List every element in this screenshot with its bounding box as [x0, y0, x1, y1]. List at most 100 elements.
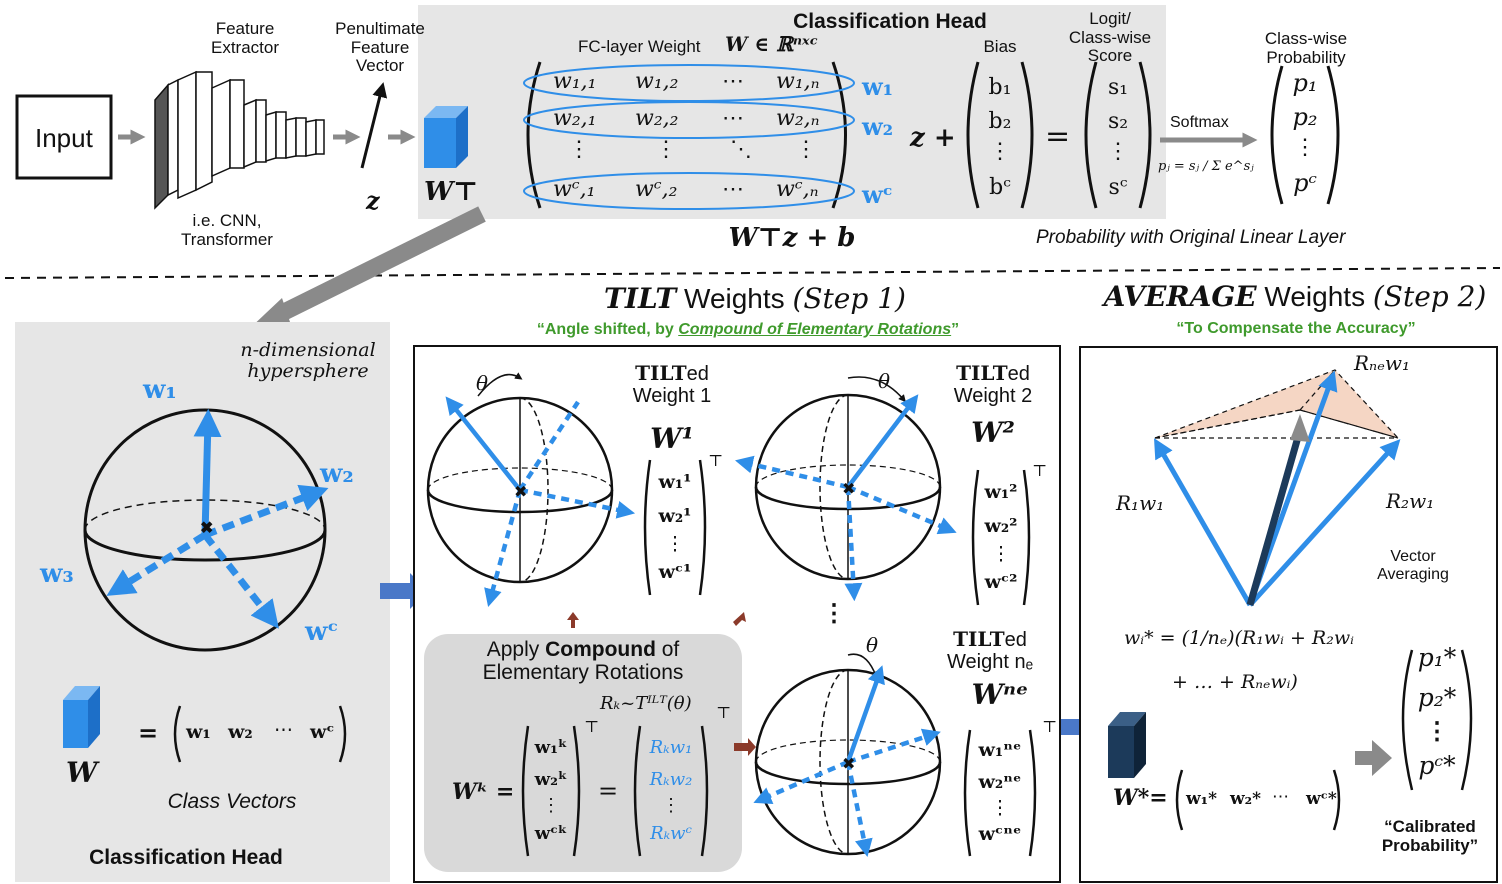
star-entry: ⋯ — [1272, 787, 1289, 807]
class-probability-label: Class-wise Probability — [1264, 29, 1348, 67]
tilt-subtitle: “Angle shifted, by Compound of Elementar… — [536, 321, 960, 338]
weight-cube-left — [63, 686, 100, 748]
classification-head-title: Classification Head — [793, 10, 987, 33]
row-label-w2: w₂ — [862, 112, 894, 141]
row-ellipses — [523, 64, 855, 210]
rk-entry: Rₖwᶜ — [650, 823, 692, 844]
z-label: z — [366, 186, 380, 215]
vec1-entry: ⋮ — [665, 533, 685, 555]
w1-label: w₁ — [143, 375, 177, 405]
tilt-vec-brackets — [521, 459, 1037, 857]
penultimate-label: Penultimate Feature Vector — [335, 19, 425, 76]
vecn-entry: w₁ⁿᵉ — [978, 739, 1022, 761]
average-formula-line1: wᵢ* = (1/nₑ)(R₁wᵢ + R₂wᵢ — [1124, 627, 1354, 649]
matrix-cell: w₂,₁ — [553, 106, 597, 131]
Wstar-label: W*= — [1113, 785, 1168, 811]
W1-label: W¹ — [650, 422, 694, 455]
bias-entry: ⋮ — [989, 139, 1011, 164]
vec1-entry: w₁¹ — [658, 471, 692, 493]
veck-entry: wᶜᵏ — [534, 823, 568, 844]
average-title: AVERAGE Weights (Step 2) — [1103, 280, 1487, 313]
matrix-cell: wᶜ,₂ — [635, 177, 678, 202]
vec1-entry: w₂¹ — [658, 505, 692, 527]
vector-averaging-label: Vector Averaging — [1377, 548, 1449, 583]
apply-rotations-box — [424, 634, 742, 872]
matrix-cell: w₂,₂ — [635, 106, 679, 131]
bias-entry: bᶜ — [989, 175, 1011, 200]
left-eq: = — [138, 718, 159, 747]
transpose-2: ⊤ — [1032, 461, 1048, 480]
svg-text:✖: ✖ — [842, 756, 855, 773]
bias-entry: b₂ — [988, 109, 1012, 134]
left-vec-entry: w₁ — [186, 721, 211, 743]
fc-weight-label: FC-layer Weight — [578, 37, 701, 56]
average-vec-brackets — [1175, 649, 1473, 831]
veck-entry: w₁ᵏ — [534, 737, 568, 758]
vec2-entry: wᶜ² — [984, 571, 1018, 593]
vecn-entry: w₂ⁿᵉ — [978, 771, 1022, 793]
score-entry: s₁ — [1107, 75, 1129, 100]
class-vectors-left — [106, 408, 329, 629]
theta-n: θ — [866, 633, 879, 657]
prob-entry: p₂ — [1292, 103, 1318, 131]
r1-w1-label: R₁w₁ — [1116, 491, 1165, 515]
more-weights-dots: ⋮ — [822, 598, 846, 627]
pstar-entry: ⋮ — [1425, 716, 1449, 745]
wc-label: wᶜ — [305, 617, 339, 647]
tilt-vectors-1 — [445, 396, 636, 607]
expand-arrow — [248, 206, 486, 330]
weight-matrix-brackets — [526, 61, 847, 209]
tilt-sphere-n — [754, 653, 942, 856]
calibrate-arrow — [1355, 740, 1392, 776]
pstar-entry: p₁* — [1417, 643, 1457, 672]
Wk-label: Wᵏ = — [452, 779, 515, 805]
input-label: Input — [35, 123, 93, 153]
matrix-cell: w₁,₁ — [553, 69, 597, 94]
averaging-vectors — [1154, 370, 1401, 607]
tilt-sphere-1 — [426, 372, 614, 584]
input-box — [15, 94, 113, 180]
w2-label: w₂ — [320, 459, 354, 489]
veck-entry: w₂ᵏ — [534, 769, 568, 790]
matrix-cell: ⋮ — [568, 137, 590, 162]
W2-label: W² — [971, 416, 1015, 449]
rk-entry: ⋮ — [662, 795, 680, 816]
equals-sign: = — [1045, 119, 1071, 154]
star-entry: w₁* — [1186, 789, 1217, 809]
penultimate-vector-arrow — [360, 82, 388, 169]
svg-text:✖: ✖ — [842, 481, 855, 498]
vec2-entry: w₁² — [984, 481, 1018, 503]
w3-label: w₃ — [40, 559, 74, 589]
average-formula-line2: + … + Rₙₑwᵢ) — [1172, 671, 1298, 693]
prob-entry: pᶜ — [1293, 169, 1317, 197]
feature-extractor-layers — [154, 70, 325, 210]
tilted-weight-2-label: TILTed Weight 2 — [953, 361, 1033, 407]
rk-entry: Rₖw₂ — [649, 769, 693, 790]
class-vectors-caption: Class Vectors — [167, 790, 297, 813]
section-divider — [4, 267, 1501, 279]
original-probability-caption: Probability with Original Linear Layer — [1036, 227, 1346, 248]
matrix-cell: wᶜ,₁ — [553, 177, 596, 202]
svg-text:✖: ✖ — [200, 520, 213, 537]
vec2-entry: ⋮ — [991, 543, 1011, 565]
transpose-rk: ⊤ — [716, 703, 732, 722]
top-flow-arrows — [118, 129, 1258, 148]
theta-2: θ — [878, 369, 891, 393]
tilt-vectors-n — [753, 665, 941, 858]
average-subtitle: “To Compensate the Accuracy” — [1176, 320, 1416, 337]
left-vec-brackets — [173, 705, 347, 763]
theta-1: θ — [476, 371, 489, 395]
softmax-formula: pⱼ = sⱼ / Σ e^sⱼ — [1158, 159, 1254, 174]
matrix-cell: ⋱ — [730, 137, 752, 162]
tilt-title: TILT Weights (Step 1) — [604, 282, 906, 315]
tilted-weight-1-label: TILTed Weight 1 — [632, 361, 712, 407]
matrix-cell: wᶜ,ₙ — [776, 177, 819, 202]
Wn-label: Wⁿᵉ — [971, 678, 1029, 711]
average-cube — [1108, 712, 1146, 778]
left-vec-entry: ⋯ — [274, 719, 293, 741]
softmax-label: Softmax — [1170, 114, 1229, 131]
left-vec-entry: w₂ — [228, 721, 253, 743]
pstar-entry: pᶜ* — [1418, 751, 1456, 780]
tilted-weight-n-label: TILTed Weight nₑ — [947, 627, 1033, 673]
